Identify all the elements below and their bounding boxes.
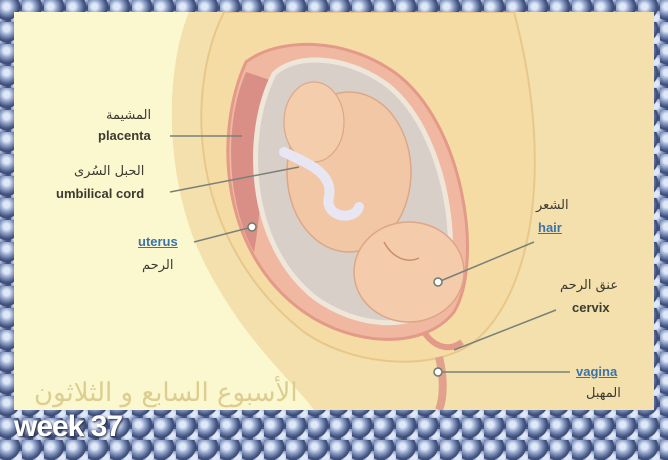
cervix-label-ar: عنق الرحم [560, 278, 619, 293]
hair-leader [437, 241, 535, 283]
fetus-face [383, 241, 420, 261]
cervix-leader [453, 309, 557, 351]
cervix-shape [421, 330, 464, 351]
umbilical-cord-label-ar: الحبل السُرى [74, 164, 145, 179]
uterus-leader [193, 226, 253, 243]
umbilical-cord-label: umbilical cord [56, 186, 145, 201]
vagina-marker [433, 367, 443, 377]
vagina-shape [435, 356, 447, 410]
hair-marker [433, 277, 443, 287]
pregnancy-diagram [169, 12, 654, 410]
vagina-label-ar: المهبل [586, 386, 621, 401]
fetus-head [353, 221, 465, 323]
placenta-label-ar: المشيمة [106, 108, 152, 123]
cord-leader [169, 166, 300, 193]
hair-link[interactable]: hair [538, 220, 562, 235]
umbilical-cord [279, 147, 364, 221]
uterus-link[interactable]: uterus [138, 234, 178, 249]
diagram-panel: المشيمة placenta الحبل السُرى umbilical … [14, 12, 654, 410]
vagina-link[interactable]: vagina [576, 364, 618, 379]
uterus-label-ar: الرحم [142, 258, 174, 273]
cervix-label: cervix [572, 300, 610, 315]
week-label: week 37 [14, 410, 123, 443]
week-title-arabic: الأسبوع السابع و الثلاثون [34, 378, 298, 408]
hair-label-ar: الشعر [536, 198, 569, 213]
placenta-label: placenta [98, 128, 151, 143]
fetus-leg [283, 81, 345, 163]
uterus-marker [247, 222, 257, 232]
